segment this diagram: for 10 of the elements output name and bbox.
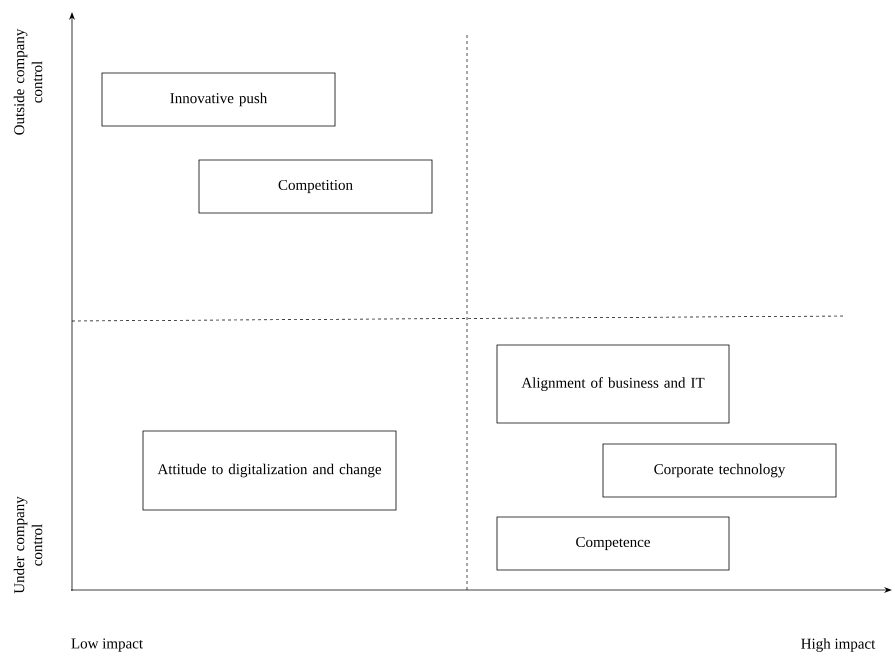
- axis-label: High impact: [801, 638, 876, 652]
- factor-box: Innovative push: [102, 72, 336, 126]
- axis-label: Low impact: [71, 638, 143, 652]
- factor-box: Corporate technology: [602, 444, 836, 498]
- factor-box: Competition: [198, 160, 432, 214]
- axis-label: Outside company control: [14, 28, 42, 135]
- factor-box: Alignment of business and IT: [496, 344, 730, 424]
- factor-box: Attitude to digitalization and change: [142, 430, 396, 510]
- axis-label: Under company control: [14, 496, 42, 594]
- factor-box: Competence: [496, 516, 730, 570]
